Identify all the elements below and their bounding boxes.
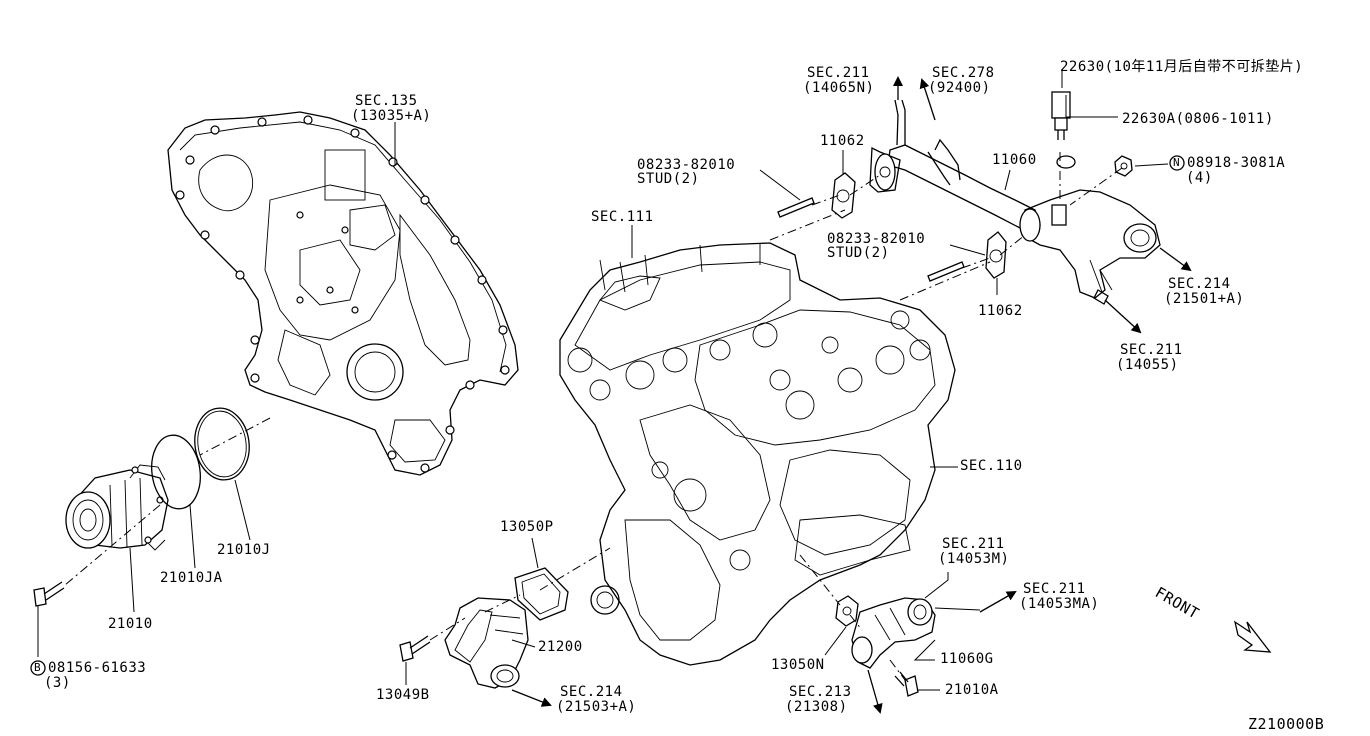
label-11062-top: 11062: [820, 133, 865, 149]
label-sec214-upper: SEC.214: [1168, 276, 1231, 292]
label-sec214-lower: SEC.214: [560, 684, 623, 700]
water-pump-gaskets: [151, 407, 250, 510]
nut-08918: [1114, 155, 1133, 177]
circled-letter-icon: [30, 660, 46, 676]
label-stud-upper-qty: STUD(2): [637, 171, 700, 187]
label-13050p: 13050P: [500, 519, 554, 535]
label-sec111: SEC.111: [591, 209, 654, 225]
bolt-21010a: [894, 671, 919, 697]
label-sec278-part: (92400): [928, 80, 991, 96]
water-pump: [65, 464, 169, 551]
label-sec110: SEC.110: [960, 458, 1023, 474]
engine-block: [559, 242, 956, 666]
centerline-pump-lower: [64, 504, 161, 586]
label-sec214-lower-part: (21503+A): [556, 699, 637, 715]
label-stud-lower-qty: STUD(2): [827, 245, 890, 261]
flange-gasket-11062-bottom: [985, 231, 1007, 279]
label-11060g: 11060G: [940, 651, 994, 667]
thermostat-housing: [444, 597, 529, 689]
label-21010: 21010: [108, 616, 153, 632]
bypass-hose: [894, 99, 961, 186]
circled-letter-icon: [1169, 155, 1185, 171]
label-nut-qty: (4): [1186, 170, 1213, 186]
label-21010ja: 21010JA: [160, 570, 223, 586]
centerline-pump-upper: [199, 417, 271, 456]
centerlines-thermostat: [429, 547, 611, 641]
label-diagram-code: Z210000B: [1248, 715, 1325, 733]
label-11060: 11060: [992, 152, 1037, 168]
leaders-thermostat: [405, 537, 539, 685]
label-sec211-ma: SEC.211: [1023, 581, 1086, 597]
label-bolt-qty: (3): [44, 675, 71, 691]
label-sec214-upper-part: (21501+A): [1164, 291, 1245, 307]
label-sec135-part: (13035+A): [351, 108, 432, 124]
water-outlet-pipe: [869, 144, 1161, 305]
label-bolt-08156: 08156-61633: [48, 660, 147, 676]
label-sec135: SEC.135: [355, 93, 418, 109]
label-22630a: 22630A(0806-1011): [1122, 111, 1274, 127]
leaders-inlet: [824, 572, 981, 691]
label-22630: 22630(10年11月后自带不可拆垫片): [1060, 59, 1304, 75]
label-sec211-top-part: (14065N): [803, 80, 875, 96]
label-stud-upper: 08233-82010: [637, 157, 736, 173]
label-sec211-right-part: (14055): [1116, 357, 1179, 373]
leaders-pump: [37, 479, 251, 657]
centerlines-inlet: [799, 554, 906, 681]
flow-arrows-upper: [893, 76, 1192, 334]
label-stud-lower: 08233-82010: [827, 231, 926, 247]
leaders-outlet: [759, 70, 1169, 295]
label-bolt-mark: B: [34, 661, 42, 674]
label-sec211-ma-part: (14053MA): [1019, 596, 1100, 612]
flange-gasket-11062-top: [831, 172, 856, 219]
label-13049b: 13049B: [376, 687, 430, 703]
label-sec213: SEC.213: [789, 684, 852, 700]
label-sec211-m-part: (14053M): [938, 551, 1010, 567]
label-13050n: 13050N: [771, 657, 825, 673]
gasket-13050n: [835, 595, 859, 627]
flow-arrow-sec214b: [511, 689, 552, 707]
stud-upper: [777, 197, 815, 218]
bolt-13049b: [399, 635, 431, 662]
gasket-13050p: [514, 567, 569, 621]
stud-lower: [927, 261, 965, 282]
label-sec211-top: SEC.211: [807, 65, 870, 81]
front-direction-arrow-icon: [1233, 620, 1272, 653]
label-sec278: SEC.278: [932, 65, 995, 81]
label-nut-08918: 08918-3081A: [1187, 155, 1286, 171]
label-11062-bottom: 11062: [978, 303, 1023, 319]
label-21010j: 21010J: [217, 542, 271, 558]
pump-mounting-bolt: [33, 581, 65, 607]
timing-chain-cover: [167, 111, 519, 476]
sensor-22630: [1051, 91, 1076, 169]
label-21200: 21200: [538, 639, 583, 655]
label-sec213-part: (21308): [785, 699, 848, 715]
water-inlet-11060g: [851, 597, 936, 669]
flow-arrows-lower: [867, 591, 1017, 714]
label-21010a: 21010A: [945, 682, 999, 698]
centerlines-outlet: [769, 152, 1123, 301]
label-sec211-right: SEC.211: [1120, 342, 1183, 358]
label-sec211-m: SEC.211: [942, 536, 1005, 552]
label-nut-mark: N: [1173, 156, 1181, 169]
